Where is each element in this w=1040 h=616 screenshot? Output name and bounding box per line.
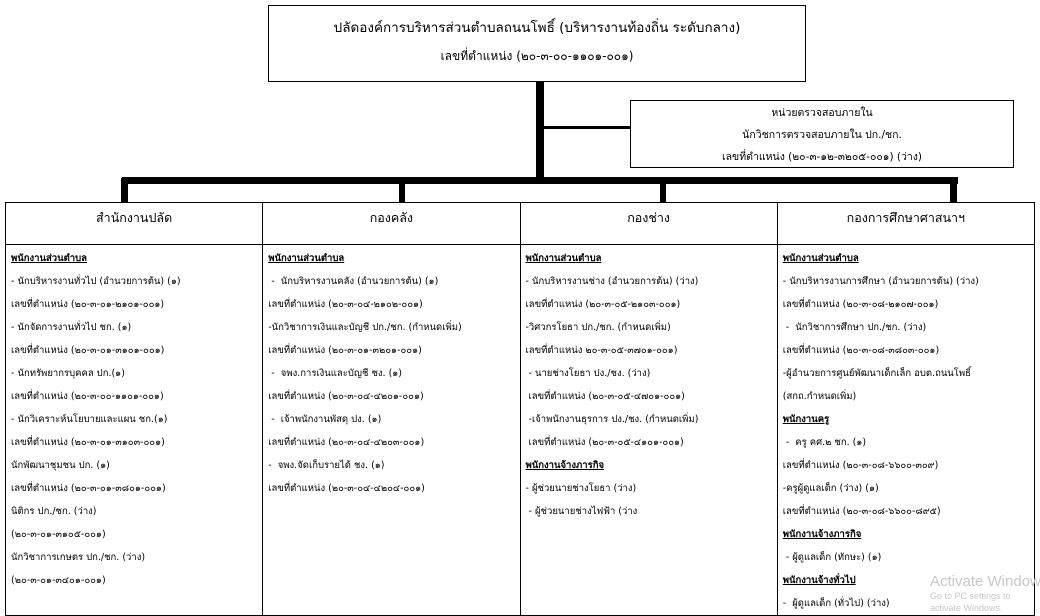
staff-line: -ผู้อำนวยการศูนย์พัฒนาเด็กเล็ก อบต.ถนนโพ…	[782, 368, 971, 379]
department-staff-list: พนักงานส่วนตำบล - นักบริหารงานการศึกษา (อ…	[776, 244, 1036, 616]
connector-drop-3	[660, 180, 666, 203]
staff-line: - จพง.การเงินและบัญชี ชง. (๑)	[268, 368, 403, 379]
staff-line: - จพง.จัดเก็บรายได้ ชง. (๑)	[268, 460, 385, 471]
staff-line: - ครู คศ.๒ ชก. (๑)	[782, 437, 867, 448]
staff-line: (๒๐-๓-๐๑-๓๑๐๕-๐๐๑)	[11, 529, 106, 540]
staff-line: เลขที่ตำแหน่ง (๒๐-๓-๐๘-๒๑๐๗-๐๐๑)	[782, 299, 939, 310]
staff-line: นักพัฒนาชุมชน ปก. (๑)	[11, 460, 110, 471]
staff-line: - นายช่างโยธา ปง./ชง. (ว่าง)	[525, 368, 651, 379]
staff-line: เลขที่ตำแหน่ง (๒๐-๓-๐๑-๒๑๐๑-๐๐๑)	[11, 299, 165, 310]
chief-administrator-box: ปลัดองค์การบริหารส่วนตำบลถนนโพธิ์ (บริหา…	[268, 5, 806, 82]
staff-line: - นักจัดการงานทั่วไป ชก. (๑)	[11, 322, 132, 333]
staff-line: เลขที่ตำแหน่ง (๒๐-๓-๐๔-๔๒๐๔-๐๐๑)	[268, 483, 425, 494]
staff-line: - ผู้ช่วยนายช่างไฟฟ้า (ว่าง	[525, 506, 638, 517]
staff-line: เลขที่ตำแหน่ง (๒๐-๓-๐๔-๔๒๐๓-๐๐๑)	[268, 437, 425, 448]
staff-line: - ผู้ดูแลเด็ก (ทั่วไป) (ว่าง)	[782, 598, 890, 609]
staff-line: -ครูผู้ดูแลเด็ก (ว่าง) (๑)	[782, 483, 879, 494]
staff-line: - นักทรัพยากรบุคคล ปก.(๑)	[11, 368, 125, 379]
staff-section-heading: พนักงานจ้างทั่วไป	[782, 575, 856, 586]
staff-section-heading: พนักงานครู	[782, 414, 830, 425]
staff-line: เลขที่ตำแหน่ง ๒๐-๓-๐๕-๓๗๐๑-๐๐๑)	[525, 345, 678, 356]
connector-drop-4	[950, 180, 957, 203]
departments-table: สำนักงานปลัดกองคลังกองช่างกองการศึกษาศาส…	[4, 202, 1036, 616]
staff-line: เลขที่ตำแหน่ง (๒๐-๓-๐๕-๔๗๐๑-๐๐๑)	[525, 391, 685, 402]
audit-role: นักวิชการตรวจสอบภายใน ปก./ชก.	[742, 129, 902, 141]
internal-audit-box: หน่วยตรวจสอบภายใน นักวิชการตรวจสอบภายใน …	[630, 100, 1014, 168]
staff-section-heading: พนักงานส่วนตำบล	[782, 253, 859, 264]
watermark-line2: Go to PC settings to activate Windows.	[930, 591, 1011, 613]
staff-line: -นักวิชาการเงินและบัญชี ปก./ชก. (กำหนดเพ…	[268, 322, 462, 333]
staff-line: - เจ้าพนักงานพัสดุ ปง. (๑)	[268, 414, 382, 425]
connector-drop-1	[121, 178, 128, 203]
staff-section-heading: พนักงานส่วนตำบล	[268, 253, 345, 264]
connector-vertical-main	[536, 82, 544, 182]
staff-line: (๒๐-๓-๐๑-๓๔๐๑-๐๐๑)	[11, 575, 106, 586]
connector-audit-branch	[540, 126, 630, 129]
department-header: สำนักงานปลัด	[4, 202, 264, 245]
watermark-line1: Activate Windows	[930, 573, 1040, 590]
audit-title: หน่วยตรวจสอบภายใน	[771, 107, 873, 119]
staff-line: - นักบริหารงานการศึกษา (อำนวยการต้น) (ว่…	[782, 276, 979, 287]
staff-line: เลขที่ตำแหน่ง (๒๐-๓-๐๑-๓๑๐๑-๐๐๑)	[11, 345, 165, 356]
department-staff-list: พนักงานส่วนตำบล - นักบริหารงานทั่วไป (อำน…	[4, 244, 264, 616]
department-body-row: พนักงานส่วนตำบล - นักบริหารงานทั่วไป (อำน…	[4, 244, 1036, 616]
staff-line: เลขที่ตำแหน่ง (๒๐-๓-๐๑-๓๑๐๓-๐๐๑)	[11, 437, 165, 448]
audit-position-no: เลขที่ตำแหน่ง (๒๐-๓-๑๒-๓๒๐๕-๐๐๑) (ว่าง)	[722, 151, 922, 163]
staff-line: - นักบริหารงานช่าง (อำนวยการต้น) (ว่าง)	[525, 276, 699, 287]
connector-drop-2	[399, 180, 405, 203]
activation-watermark: Activate Windows Go to PC settings to ac…	[930, 573, 1040, 614]
staff-line: เลขที่ตำแหน่ง (๒๐-๓-๐๕-๔๑๐๑-๐๐๑)	[525, 437, 684, 448]
staff-section-heading: พนักงานจ้างภารกิจ	[525, 460, 605, 471]
staff-line: เลขที่ตำแหน่ง (๒๐-๓-๐๘-๖๖๐๐-๘๙๕)	[782, 506, 941, 517]
staff-section-heading: พนักงานส่วนตำบล	[525, 253, 602, 264]
department-staff-list: พนักงานส่วนตำบล - นักบริหารงานช่าง (อำนวย…	[519, 244, 778, 616]
staff-line: เลขที่ตำแหน่ง (๒๐-๓-๐๘-๓๘๐๓-๐๐๑)	[782, 345, 940, 356]
staff-line: - ผู้ช่วยนายช่างโยธา (ว่าง)	[525, 483, 637, 494]
department-header: กองการศึกษาศาสนาฯ	[776, 202, 1036, 245]
staff-line: เลขที่ตำแหน่ง (๒๐-๓-๐๑-๓๒๐๑-๐๐๑)	[268, 345, 422, 356]
chief-title: ปลัดองค์การบริหารส่วนตำบลถนนโพธิ์ (บริหา…	[333, 20, 741, 36]
connector-horizontal-main	[122, 177, 958, 184]
department-staff-list: พนักงานส่วนตำบล - นักบริหารงานคลัง (อำนว…	[262, 244, 521, 616]
staff-line: - นักวิชาการศึกษา ปก./ชก. (ว่าง)	[782, 322, 927, 333]
staff-line: เลขที่ตำแหน่ง (๒๐-๓-๐๔-๔๒๐๑-๐๐๑)	[268, 391, 424, 402]
chief-position-no: เลขที่ตำแหน่ง (๒๐-๓-๐๐-๑๑๐๑-๐๐๑)	[440, 49, 634, 63]
staff-section-heading: พนักงานส่วนตำบล	[11, 253, 87, 264]
staff-line: - ผู้ดูแลเด็ก (ทักษะ) (๑)	[782, 552, 882, 563]
staff-line: เลขที่ตำแหน่ง (๒๐-๓-๐๘-๖๖๐๐-๓๐๙)	[782, 460, 939, 471]
staff-line: เลขที่ตำแหน่ง (๒๐-๓-๐๐-๑๑๐๑-๐๐๑)	[11, 391, 164, 402]
staff-line: นิติกร ปก./ชก. (ว่าง)	[11, 506, 97, 517]
department-header-row: สำนักงานปลัดกองคลังกองช่างกองการศึกษาศาส…	[4, 202, 1036, 245]
staff-line: - นักบริหารงานทั่วไป (อำนวยการต้น) (๑)	[11, 276, 181, 287]
department-header: กองคลัง	[262, 202, 521, 245]
staff-line: - นักวิเคราะห์นโยบายและแผน ชก.(๑)	[11, 414, 168, 425]
staff-line: เลขที่ตำแหน่ง (๒๐-๓-๐๔-๒๑๐๒-๐๐๑)	[268, 299, 423, 310]
staff-line: -วิศวกรโยธา ปก./ชก. (กำหนดเพิ่ม)	[525, 322, 671, 333]
staff-line: -เจ้าพนักงานธุรการ ปง./ชง. (กำหนดเพิ่ม)	[525, 414, 699, 425]
staff-line: - นักบริหารงานคลัง (อำนวยการต้น) (๑)	[268, 276, 439, 287]
staff-line: (สกถ.กำหนดเพิ่ม)	[782, 391, 857, 402]
staff-line: นักวิชาการเกษตร ปก./ชก. (ว่าง)	[11, 552, 146, 563]
department-header: กองช่าง	[519, 202, 778, 245]
staff-section-heading: พนักงานจ้างภารกิจ	[782, 529, 862, 540]
staff-line: เลขที่ตำแหน่ง (๒๐-๓-๐๕-๒๑๐๓-๐๐๑)	[525, 299, 681, 310]
staff-line: เลขที่ตำแหน่ง (๒๐-๓-๐๑-๓๘๐๑-๐๐๑)	[11, 483, 166, 494]
